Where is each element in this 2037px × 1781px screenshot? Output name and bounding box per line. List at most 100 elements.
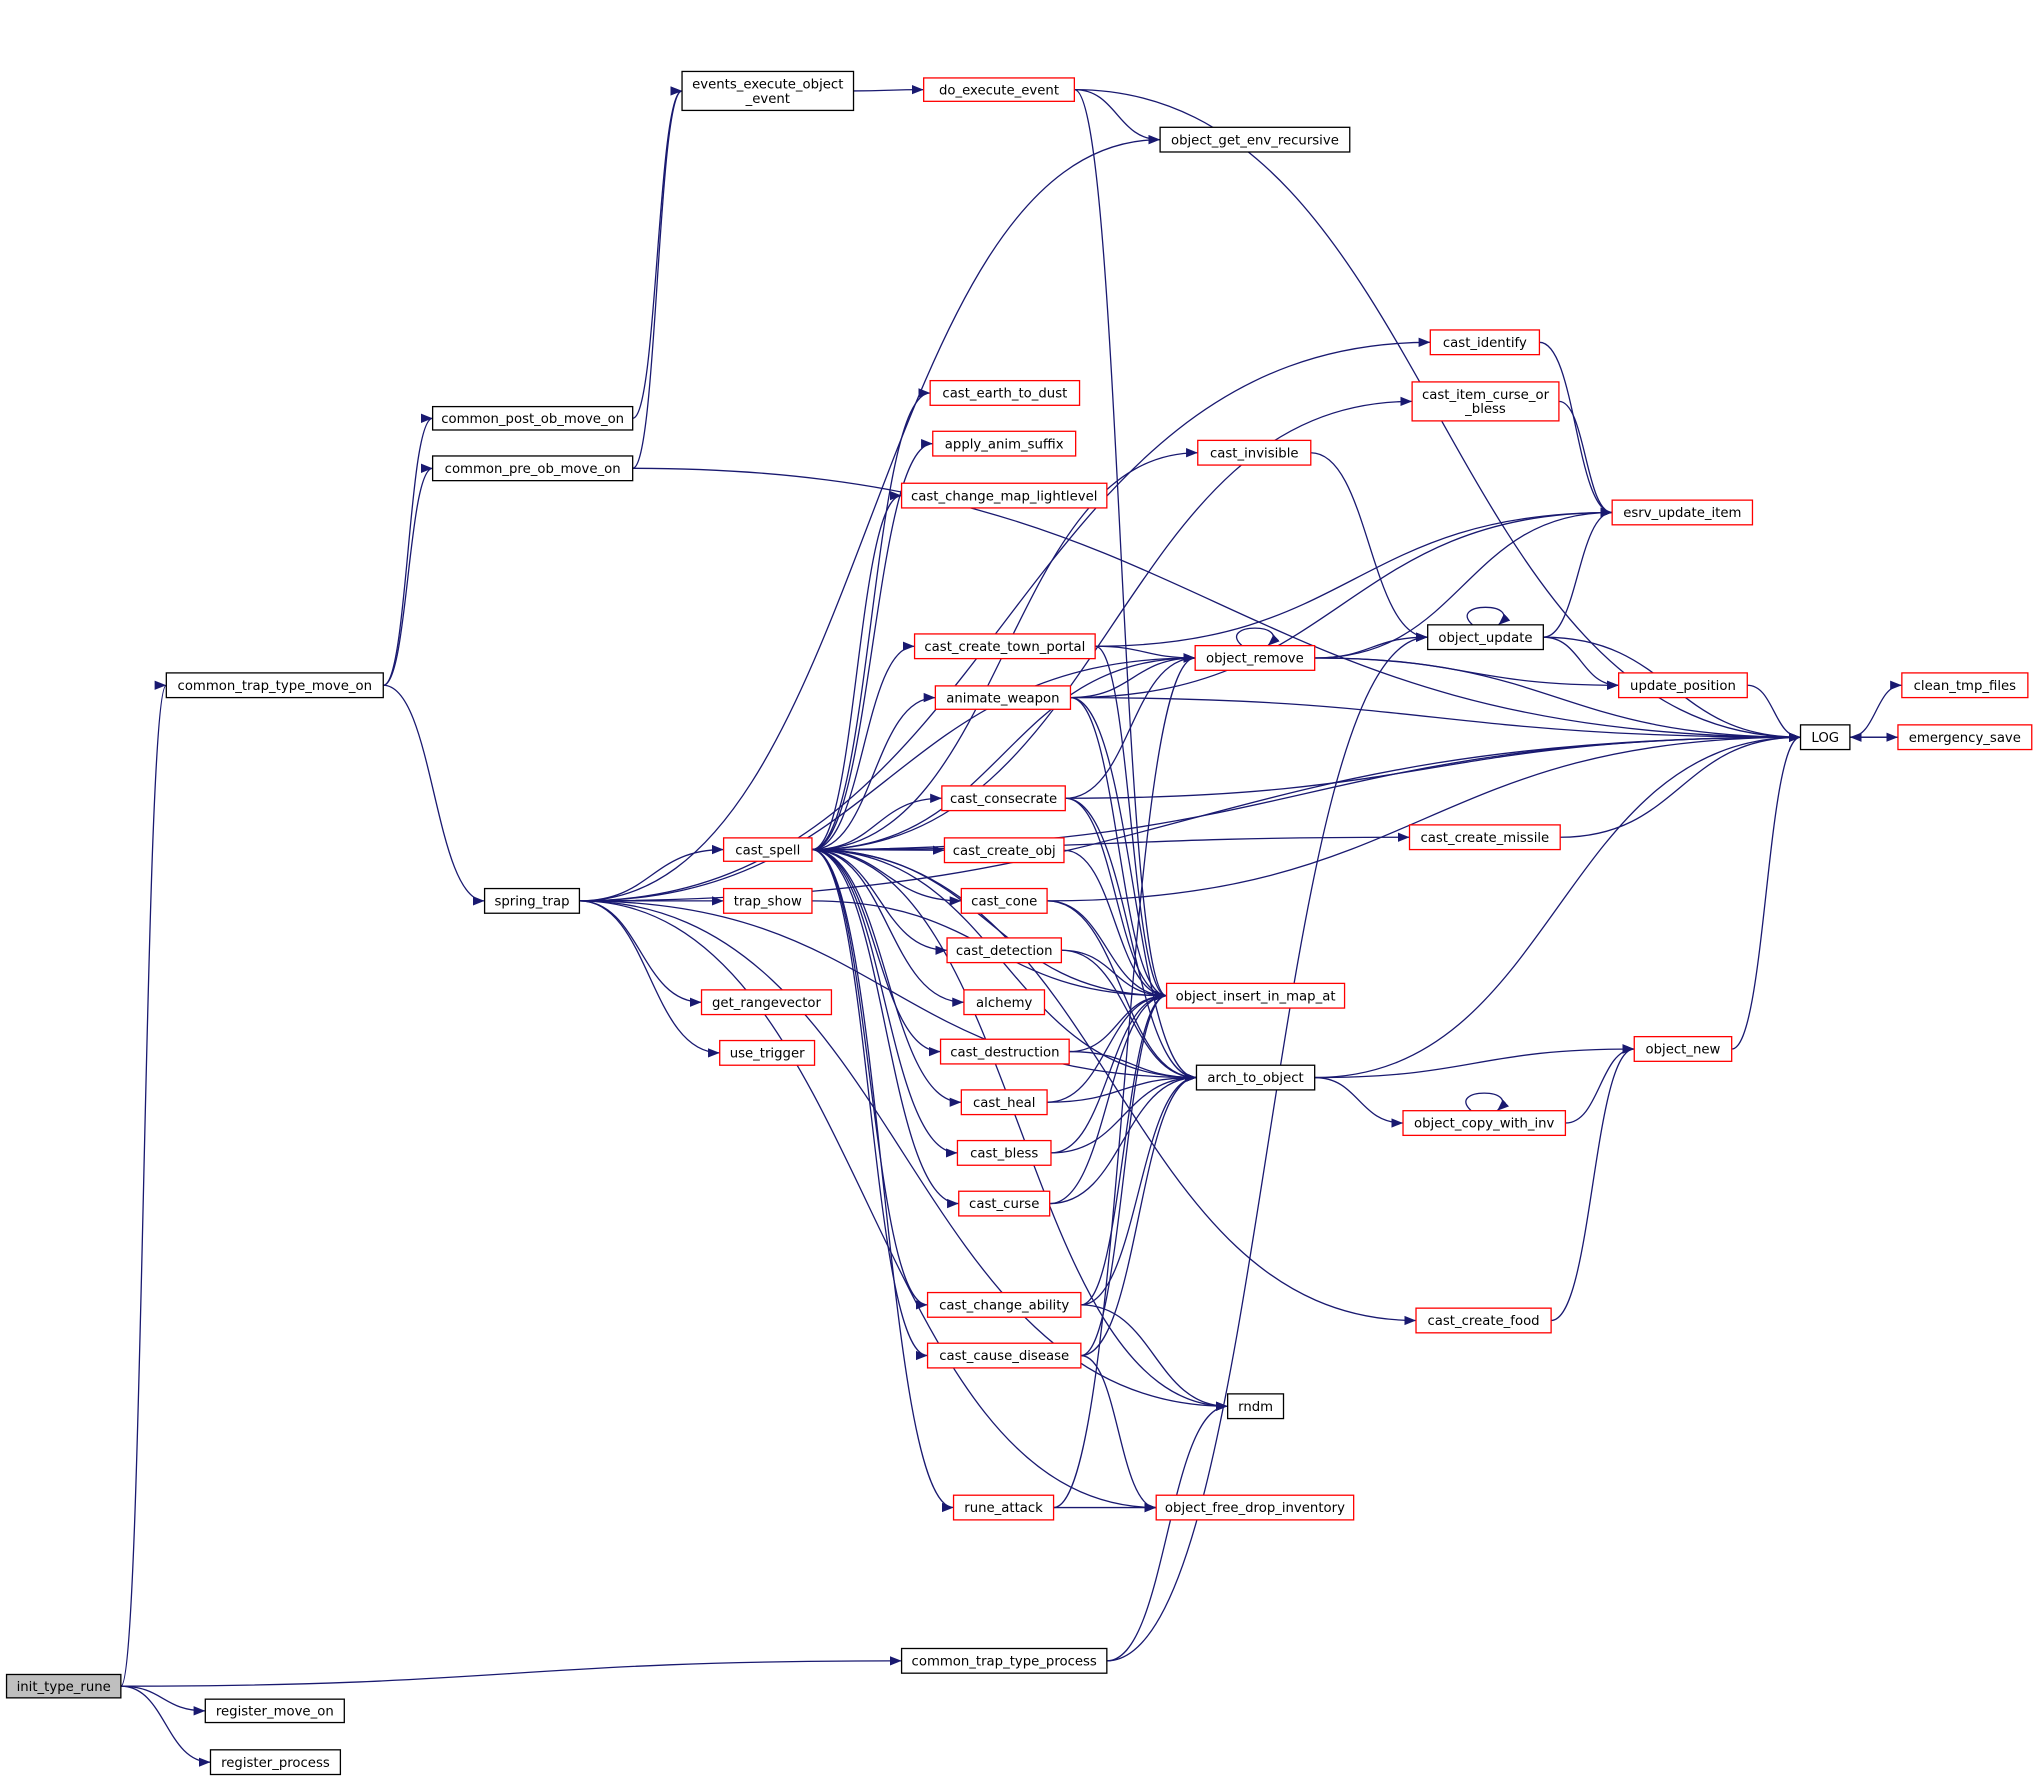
node-cast-destruction[interactable]: cast_destruction — [939, 1038, 1070, 1065]
node-box[interactable] — [1611, 499, 1754, 526]
node-box[interactable] — [960, 1089, 1048, 1116]
node-events-execute-object-event[interactable]: events_execute_object_event — [681, 70, 855, 112]
node-box[interactable] — [1408, 824, 1561, 851]
node-box[interactable] — [483, 887, 581, 914]
node-box[interactable] — [934, 685, 1072, 710]
node-box[interactable] — [5, 1673, 122, 1699]
node-box[interactable] — [963, 989, 1046, 1016]
node-cast-consecrate[interactable]: cast_consecrate — [941, 785, 1066, 812]
node-box[interactable] — [939, 1038, 1070, 1065]
node-rune-attack[interactable]: rune_attack — [952, 1494, 1055, 1521]
node-box[interactable] — [1901, 672, 2029, 699]
node-common-post-ob-move-on[interactable]: common_post_ob_move_on — [431, 405, 634, 431]
node-box[interactable] — [943, 837, 1065, 864]
node-box[interactable] — [1197, 439, 1312, 466]
node-box[interactable] — [946, 937, 1063, 964]
node-box[interactable] — [1427, 624, 1544, 651]
node-box[interactable] — [1155, 1494, 1355, 1521]
node-LOG[interactable]: LOG — [1799, 724, 1851, 751]
node-cast-create-obj[interactable]: cast_create_obj — [943, 837, 1065, 864]
node-box[interactable] — [900, 1647, 1108, 1674]
node-object-get-env-recursive[interactable]: object_get_env_recursive — [1159, 126, 1351, 153]
node-common-pre-ob-move-on[interactable]: common_pre_ob_move_on — [431, 455, 634, 482]
node-box[interactable] — [941, 785, 1066, 812]
node-do-execute-event[interactable]: do_execute_event — [923, 77, 1076, 102]
node-box[interactable] — [929, 379, 1081, 406]
node-box[interactable] — [923, 77, 1076, 102]
node-apply-anim-suffix[interactable]: apply_anim_suffix — [932, 430, 1077, 457]
node-box[interactable] — [932, 430, 1077, 457]
node-cast-detection[interactable]: cast_detection — [946, 937, 1063, 964]
node-trap-show[interactable]: trap_show — [722, 887, 813, 914]
node-object-copy-with-inv[interactable]: object_copy_with_inv — [1402, 1110, 1567, 1137]
node-box[interactable] — [1165, 982, 1346, 1009]
node-cast-create-missile[interactable]: cast_create_missile — [1408, 824, 1561, 851]
node-box[interactable] — [926, 1342, 1082, 1369]
node-get-rangevector[interactable]: get_rangevector — [700, 989, 833, 1016]
node-use-trigger[interactable]: use_trigger — [719, 1039, 816, 1066]
node-object-new[interactable]: object_new — [1633, 1035, 1733, 1062]
node-cast-earth-to-dust[interactable]: cast_earth_to_dust — [929, 379, 1081, 406]
node-box[interactable] — [956, 1139, 1052, 1166]
node-cast-cause-disease[interactable]: cast_cause_disease — [926, 1342, 1082, 1369]
node-box[interactable] — [1159, 126, 1351, 153]
node-update-position[interactable]: update_position — [1618, 672, 1748, 699]
node-box[interactable] — [1897, 724, 2033, 751]
node-cast-create-town-portal[interactable]: cast_create_town_portal — [913, 633, 1096, 660]
node-arch-to-object[interactable]: arch_to_object — [1195, 1064, 1316, 1091]
node-common-trap-type-move-on[interactable]: common_trap_type_move_on — [165, 672, 384, 699]
node-esrv-update-item[interactable]: esrv_update_item — [1611, 499, 1754, 526]
node-box[interactable] — [1195, 1064, 1316, 1091]
node-object-insert-in-map-at[interactable]: object_insert_in_map_at — [1165, 982, 1346, 1009]
node-box[interactable] — [1411, 381, 1560, 422]
node-box[interactable] — [1799, 724, 1851, 751]
node-cast-cone[interactable]: cast_cone — [960, 887, 1048, 914]
node-object-remove[interactable]: object_remove — [1194, 644, 1316, 671]
node-box[interactable] — [900, 482, 1108, 509]
node-box[interactable] — [1415, 1307, 1552, 1334]
node-cast-curse[interactable]: cast_curse — [958, 1190, 1051, 1217]
node-rndm[interactable]: rndm — [1226, 1393, 1285, 1420]
node-cast-change-map-lightlevel[interactable]: cast_change_map_lightlevel — [900, 482, 1108, 509]
node-clean-tmp-files[interactable]: clean_tmp_files — [1901, 672, 2029, 699]
node-box[interactable] — [913, 633, 1096, 660]
node-box[interactable] — [681, 70, 855, 112]
node-box[interactable] — [165, 672, 384, 699]
node-box[interactable] — [700, 989, 833, 1016]
node-box[interactable] — [1633, 1035, 1733, 1062]
node-box[interactable] — [204, 1698, 345, 1724]
node-box[interactable] — [926, 1291, 1082, 1318]
node-box[interactable] — [209, 1749, 342, 1776]
node-box[interactable] — [960, 887, 1048, 914]
node-box[interactable] — [431, 455, 634, 482]
node-emergency-save[interactable]: emergency_save — [1897, 724, 2033, 751]
node-cast-spell[interactable]: cast_spell — [722, 837, 813, 862]
node-box[interactable] — [1402, 1110, 1567, 1137]
node-box[interactable] — [1226, 1393, 1285, 1420]
node-box[interactable] — [722, 887, 813, 914]
node-cast-identify[interactable]: cast_identify — [1429, 329, 1541, 356]
node-box[interactable] — [1618, 672, 1748, 699]
node-box[interactable] — [958, 1190, 1051, 1217]
node-spring-trap[interactable]: spring_trap — [483, 887, 581, 914]
node-cast-heal[interactable]: cast_heal — [960, 1089, 1048, 1116]
node-cast-create-food[interactable]: cast_create_food — [1415, 1307, 1552, 1334]
node-cast-invisible[interactable]: cast_invisible — [1197, 439, 1312, 466]
node-cast-bless[interactable]: cast_bless — [956, 1139, 1052, 1166]
node-cast-change-ability[interactable]: cast_change_ability — [926, 1291, 1082, 1318]
node-object-free-drop-inventory[interactable]: object_free_drop_inventory — [1155, 1494, 1355, 1521]
node-alchemy[interactable]: alchemy — [963, 989, 1046, 1016]
node-box[interactable] — [431, 405, 634, 431]
node-animate-weapon[interactable]: animate_weapon — [934, 685, 1072, 710]
node-register-move-on[interactable]: register_move_on — [204, 1698, 345, 1724]
node-box[interactable] — [952, 1494, 1055, 1521]
node-box[interactable] — [722, 837, 813, 862]
node-register-process[interactable]: register_process — [209, 1749, 342, 1776]
node-common-trap-type-process[interactable]: common_trap_type_process — [900, 1647, 1108, 1674]
node-init-type-rune[interactable]: init_type_rune — [5, 1673, 122, 1699]
node-box[interactable] — [1194, 644, 1316, 671]
node-box[interactable] — [719, 1039, 816, 1066]
node-cast-item-curse-or-bless[interactable]: cast_item_curse_or_bless — [1411, 381, 1560, 422]
node-box[interactable] — [1429, 329, 1541, 356]
node-object-update[interactable]: object_update — [1427, 624, 1544, 651]
